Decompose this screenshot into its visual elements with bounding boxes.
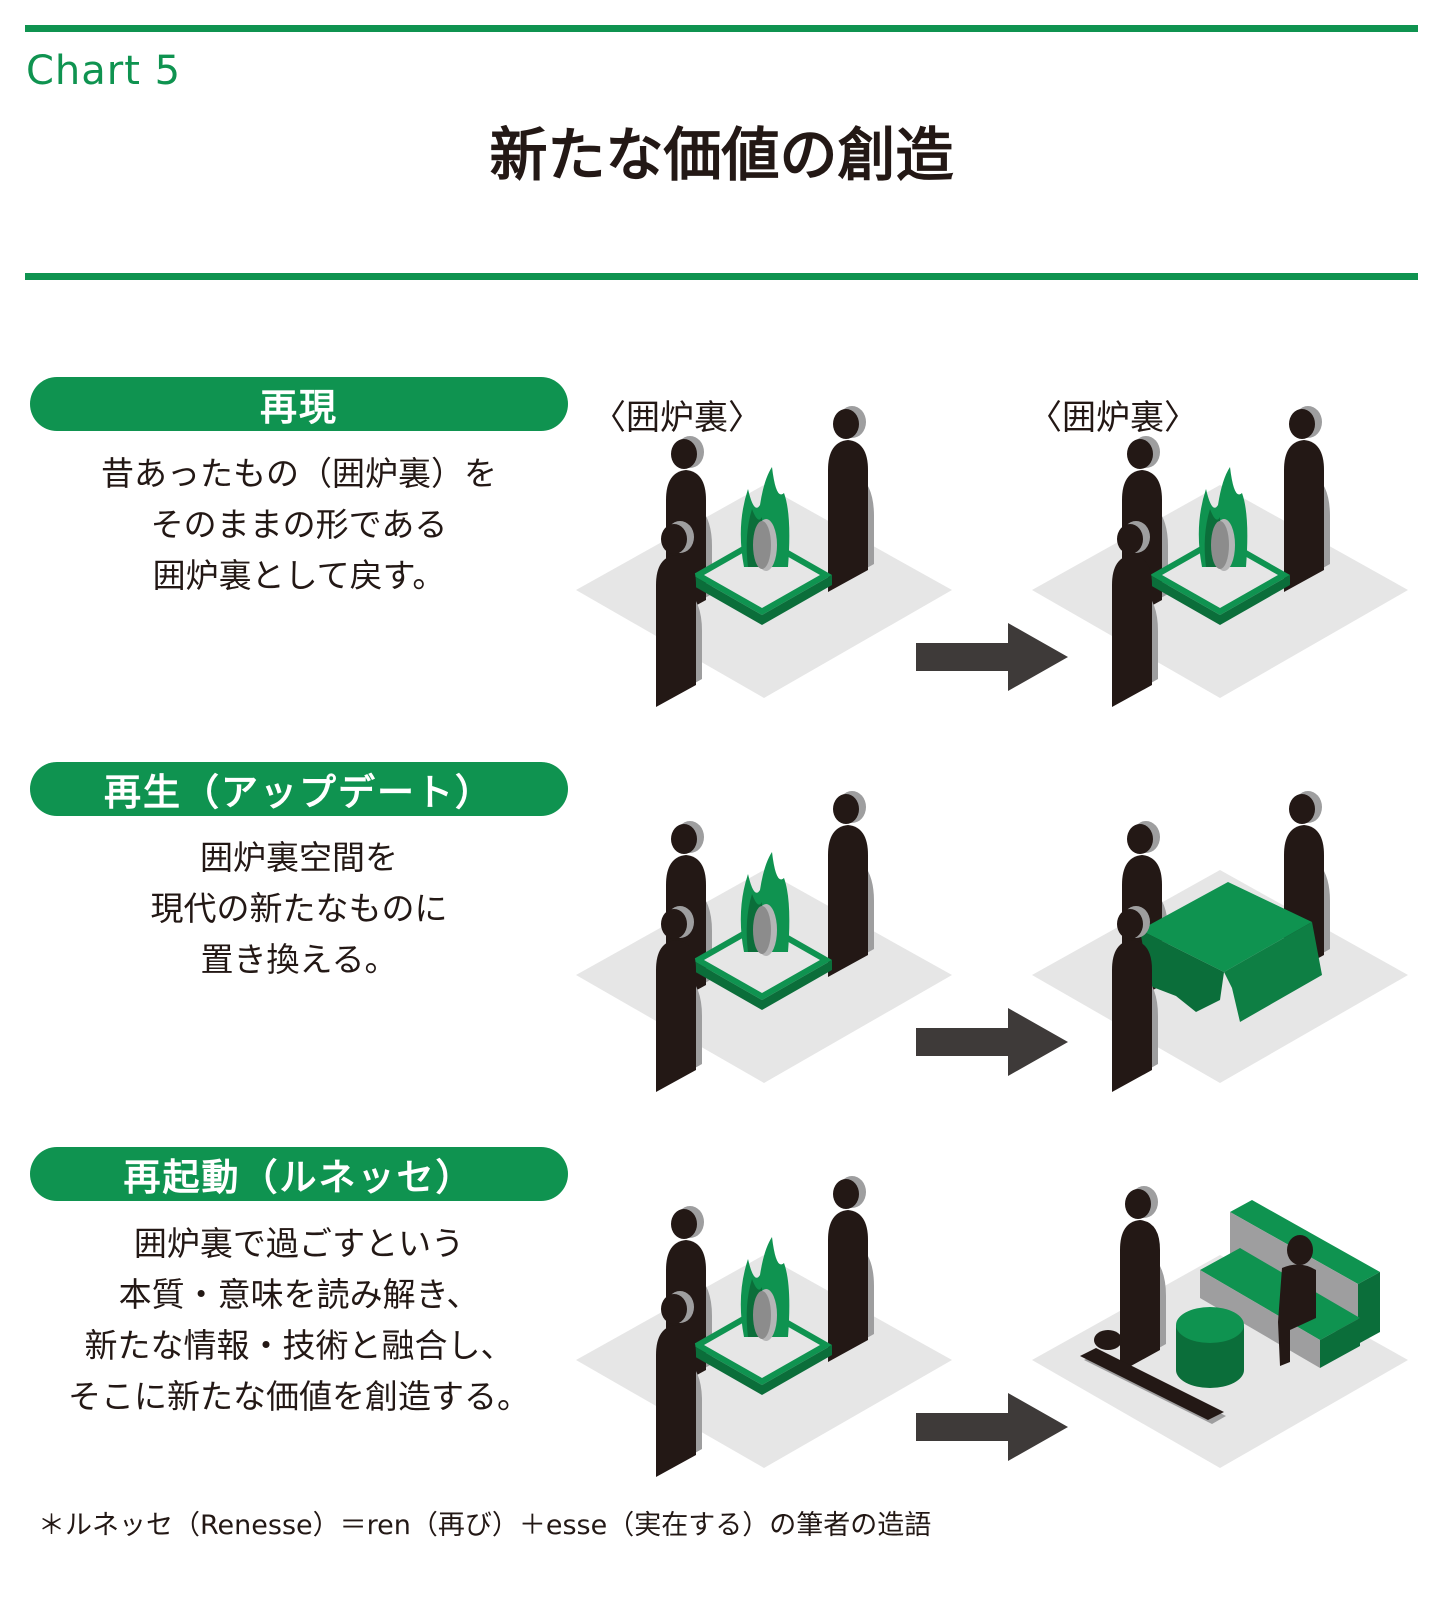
row-3-line-4: そこに新たな価値を創造する。 — [68, 1377, 530, 1416]
row-2-left-scene — [576, 791, 952, 1092]
lying-person-icon — [1080, 1330, 1226, 1424]
arrow-icon — [916, 1393, 1068, 1461]
row-2-line-1: 囲炉裏空間を — [200, 838, 398, 877]
row-1-right-scene — [1032, 406, 1408, 707]
row-1-heading: 再現 — [30, 377, 568, 431]
header-divider — [25, 273, 1418, 280]
arrow-icon — [916, 1008, 1068, 1076]
row-3-description: 囲炉裏で過ごすという 本質・意味を読み解き、 新たな情報・技術と融合し、 そこに… — [30, 1218, 568, 1422]
row-2-description: 囲炉裏空間を 現代の新たなものに 置き換える。 — [30, 832, 568, 985]
irori-label-right: 〈囲炉裏〉 — [1028, 398, 1198, 438]
row-3-line-2: 本質・意味を読み解き、 — [118, 1275, 480, 1314]
row-1-line-1: 昔あったもの（囲炉裏）を — [101, 454, 497, 493]
arrow-icon — [916, 623, 1068, 691]
row-2-line-2: 現代の新たなものに — [150, 889, 448, 928]
chart-label: Chart 5 — [26, 48, 182, 94]
row-3-line-3: 新たな情報・技術と融合し、 — [84, 1326, 514, 1365]
row-2-right-scene — [1032, 791, 1408, 1092]
row-1-description: 昔あったもの（囲炉裏）を そのままの形である 囲炉裏として戻す。 — [30, 448, 568, 601]
top-rule — [25, 25, 1418, 32]
seated-person-icon — [1278, 1235, 1316, 1366]
row-1-line-3: 囲炉裏として戻す。 — [152, 556, 446, 595]
row-3-left-scene — [576, 1176, 952, 1477]
footnote: ＊ルネッセ（Renesse）＝ren（再び）＋esse（実在する）の筆者の造語 — [38, 1510, 932, 1541]
irori-label-left: 〈囲炉裏〉 — [592, 398, 762, 438]
row-3-heading: 再起動（ルネッセ） — [30, 1147, 568, 1201]
row-1-line-2: そのままの形である — [150, 505, 448, 544]
row-1-left-scene — [576, 406, 952, 707]
kotatsu-icon — [1140, 882, 1322, 1022]
row-3-right-scene — [1032, 1186, 1408, 1468]
row-2-line-3: 置き換える。 — [200, 940, 398, 979]
page-title: 新たな価値の創造 — [489, 121, 954, 189]
row-2-heading: 再生（アップデート） — [30, 762, 568, 816]
pouf-icon — [1176, 1307, 1244, 1388]
row-3-line-1: 囲炉裏で過ごすという — [133, 1224, 465, 1263]
